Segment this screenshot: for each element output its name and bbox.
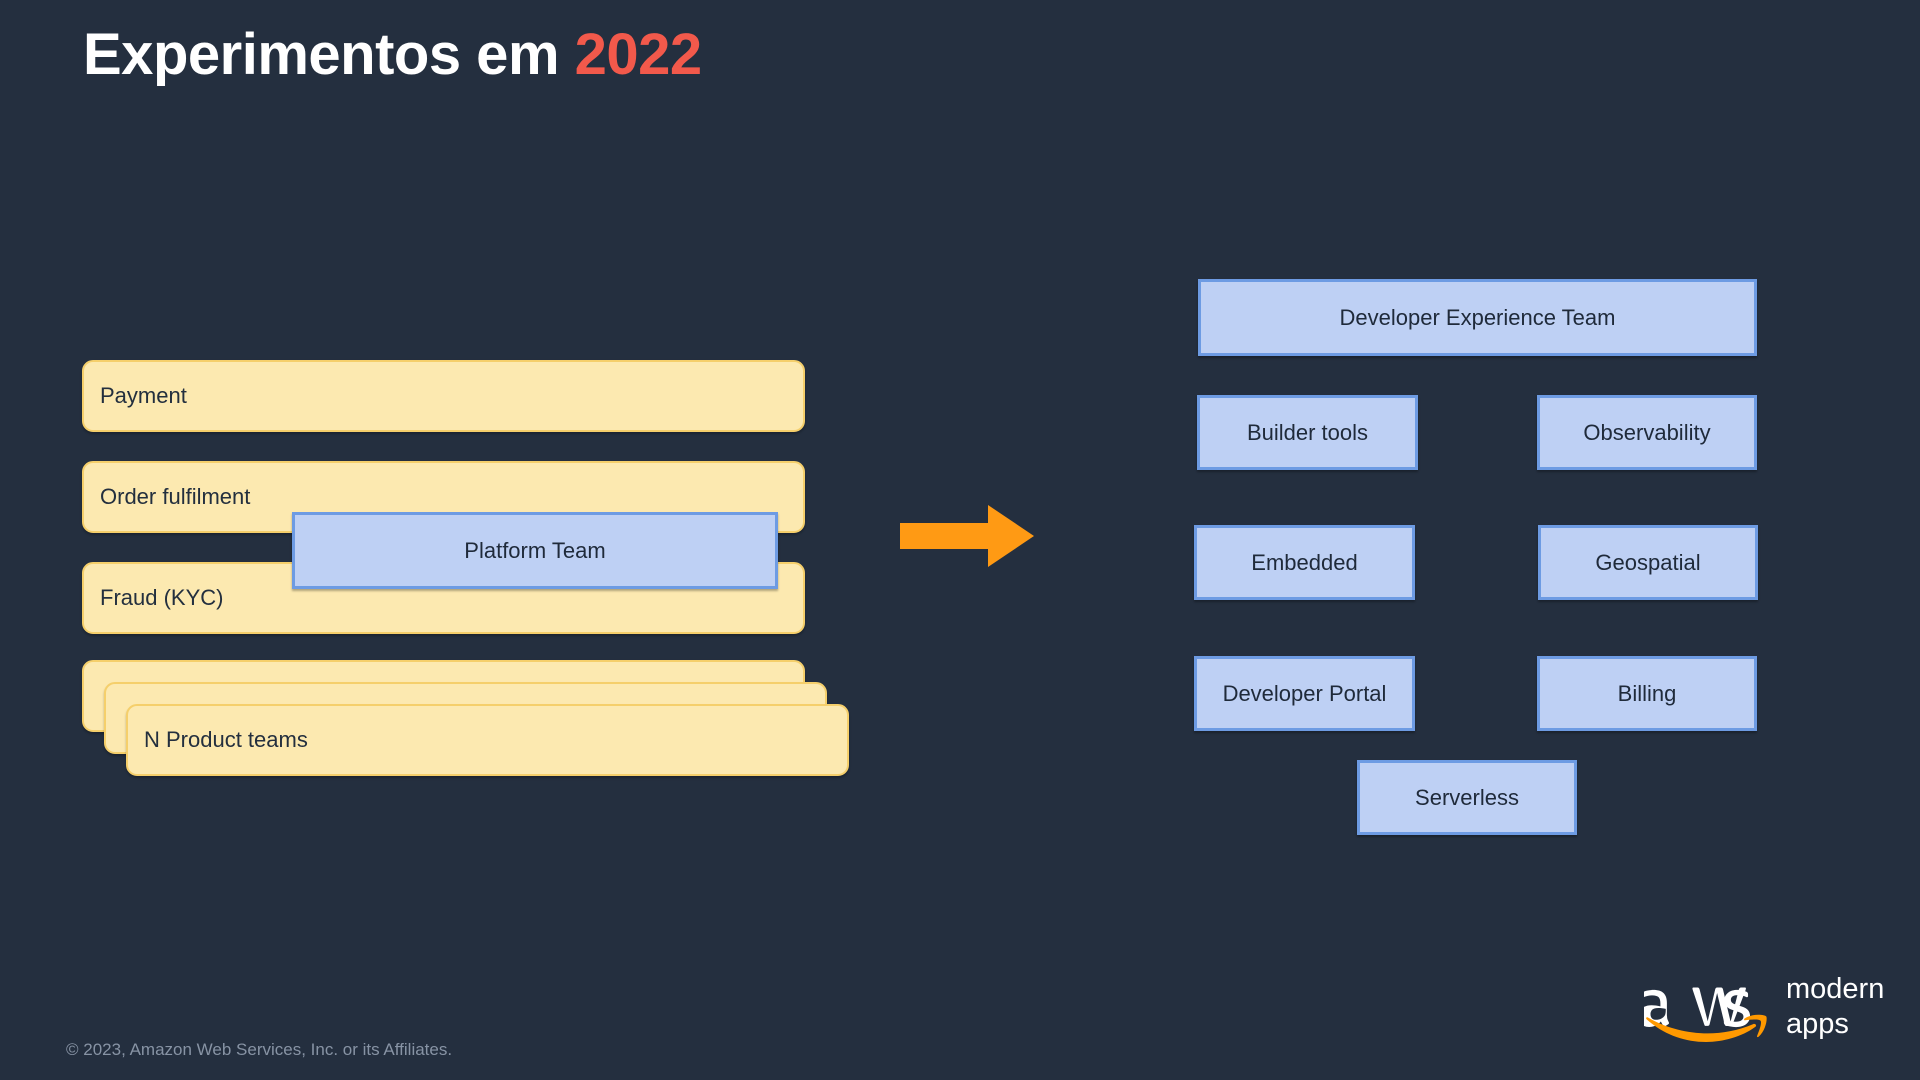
- platform-team-box: Platform Team: [292, 512, 778, 589]
- page-title-year: 2022: [574, 22, 703, 87]
- right-arrow-icon: [900, 505, 1034, 567]
- platform-sub-team-box: Developer Portal: [1194, 656, 1415, 731]
- aws-tagline-line2: apps: [1786, 1008, 1849, 1040]
- platform-sub-team-box: Builder tools: [1197, 395, 1418, 470]
- copyright-text: © 2023, Amazon Web Services, Inc. or its…: [66, 1040, 453, 1059]
- platform-sub-team-box: Geospatial: [1538, 525, 1758, 600]
- aws-logo: modern apps: [1644, 972, 1884, 1048]
- developer-experience-team-box: Developer Experience Team: [1198, 279, 1757, 356]
- platform-sub-team-box: Embedded: [1194, 525, 1415, 600]
- page-title: Experimentos em 2022: [83, 21, 702, 88]
- aws-tagline-line1: modern: [1786, 973, 1885, 1005]
- product-team-box: N Product teams: [126, 704, 849, 776]
- aws-tagline: modern apps: [1786, 972, 1884, 1042]
- page-title-prefix: Experimentos em: [83, 22, 575, 87]
- platform-sub-team-box: Observability: [1537, 395, 1757, 470]
- aws-wordmark-icon: [1644, 987, 1767, 1043]
- platform-sub-team-box: Serverless: [1357, 760, 1577, 835]
- product-team-box: Payment: [82, 360, 805, 432]
- platform-sub-team-box: Billing: [1537, 656, 1757, 731]
